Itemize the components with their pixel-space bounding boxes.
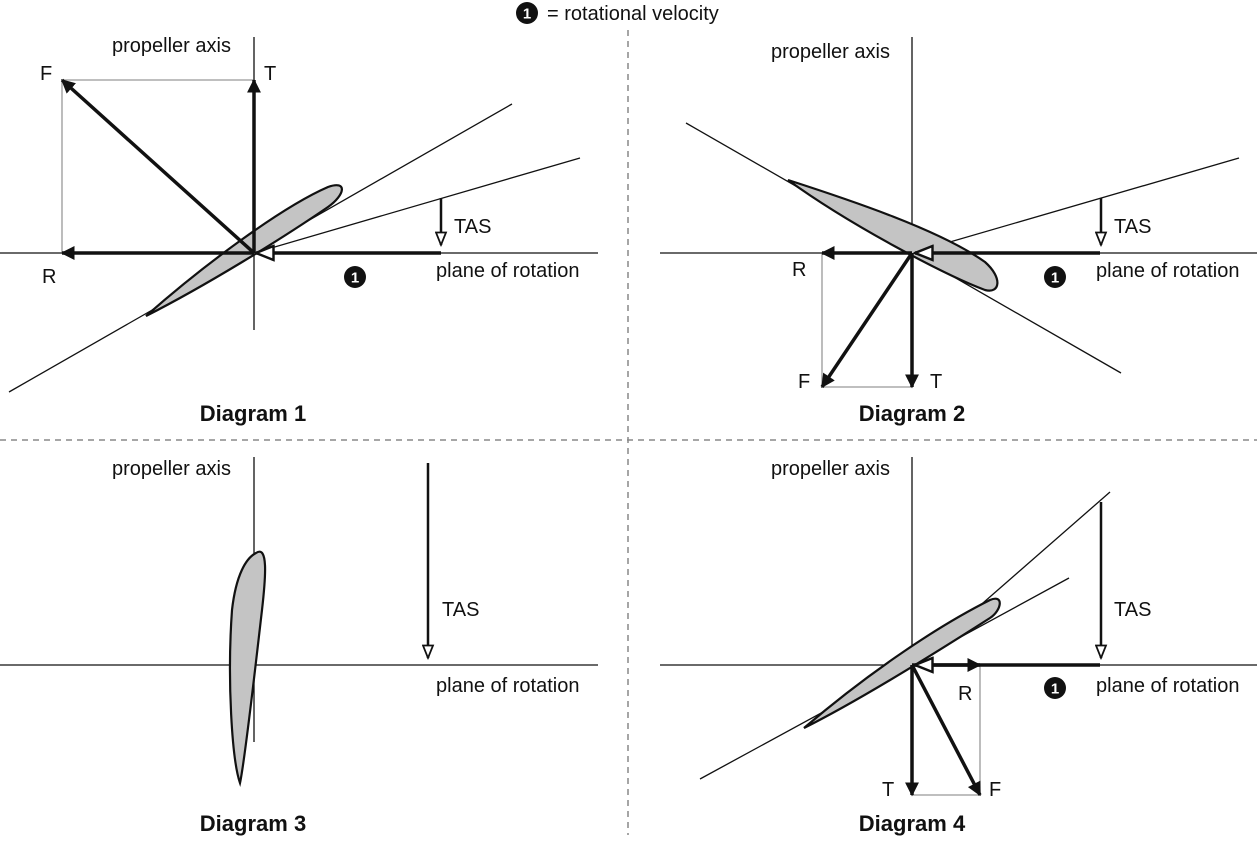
- diagram-title: Diagram 3: [200, 811, 306, 836]
- rotation-marker-icon: [516, 2, 538, 24]
- relative-airflow-line: [253, 157, 581, 254]
- total-force-vector: [820, 252, 914, 389]
- total-force-vector: [60, 78, 256, 255]
- blade-section: [787, 178, 999, 292]
- propeller-axis-label: propeller axis: [771, 41, 890, 63]
- plane-of-rotation-label: plane of rotation: [1096, 260, 1239, 282]
- blade-section: [803, 597, 1001, 729]
- resistance-label: R: [42, 266, 56, 288]
- rotation-marker-icon: [344, 266, 366, 288]
- total-force-vector: [910, 664, 982, 797]
- thrust-label: T: [264, 63, 276, 85]
- diagram-4: propeller axis TAS R plane of rotation 1…: [660, 457, 1257, 836]
- diagram-title: Diagram 1: [200, 401, 306, 426]
- tas-label: TAS: [442, 599, 479, 621]
- resistance-label: R: [958, 683, 972, 705]
- blade-section: [145, 184, 343, 317]
- rotation-marker: 1: [1051, 270, 1059, 287]
- rotation-marker-icon: [1044, 677, 1066, 699]
- force-label: F: [989, 779, 1001, 801]
- blade-section: [228, 550, 267, 788]
- plane-of-rotation-label: plane of rotation: [1096, 675, 1239, 697]
- thrust-label: T: [882, 779, 894, 801]
- rotation-marker-icon: [1044, 266, 1066, 288]
- tas-label: TAS: [454, 216, 491, 238]
- force-label: F: [798, 371, 810, 393]
- relative-airflow-line: [911, 157, 1240, 254]
- propeller-axis-label: propeller axis: [112, 35, 231, 57]
- diagram-1: propeller axis T F R TAS plane of rotati…: [0, 35, 598, 426]
- legend: 1 = rotational velocity: [516, 2, 719, 25]
- diagram-2: propeller axis R F T TAS plane of rotati…: [660, 37, 1257, 426]
- plane-of-rotation-label: plane of rotation: [436, 675, 579, 697]
- diagram-title: Diagram 2: [859, 401, 965, 426]
- legend-text: = rotational velocity: [547, 3, 719, 25]
- resistance-label: R: [792, 259, 806, 281]
- thrust-label: T: [930, 371, 942, 393]
- propeller-axis-label: propeller axis: [112, 458, 231, 480]
- propeller-axis-label: propeller axis: [771, 458, 890, 480]
- diagram-3: propeller axis TAS plane of rotation Dia…: [0, 457, 598, 836]
- rotation-marker: 1: [1051, 681, 1059, 698]
- tas-label: TAS: [1114, 599, 1151, 621]
- rotation-marker: 1: [351, 270, 359, 287]
- force-label: F: [40, 63, 52, 85]
- plane-of-rotation-label: plane of rotation: [436, 260, 579, 282]
- legend-marker: 1: [523, 6, 531, 23]
- tas-label: TAS: [1114, 216, 1151, 238]
- diagram-title: Diagram 4: [859, 811, 966, 836]
